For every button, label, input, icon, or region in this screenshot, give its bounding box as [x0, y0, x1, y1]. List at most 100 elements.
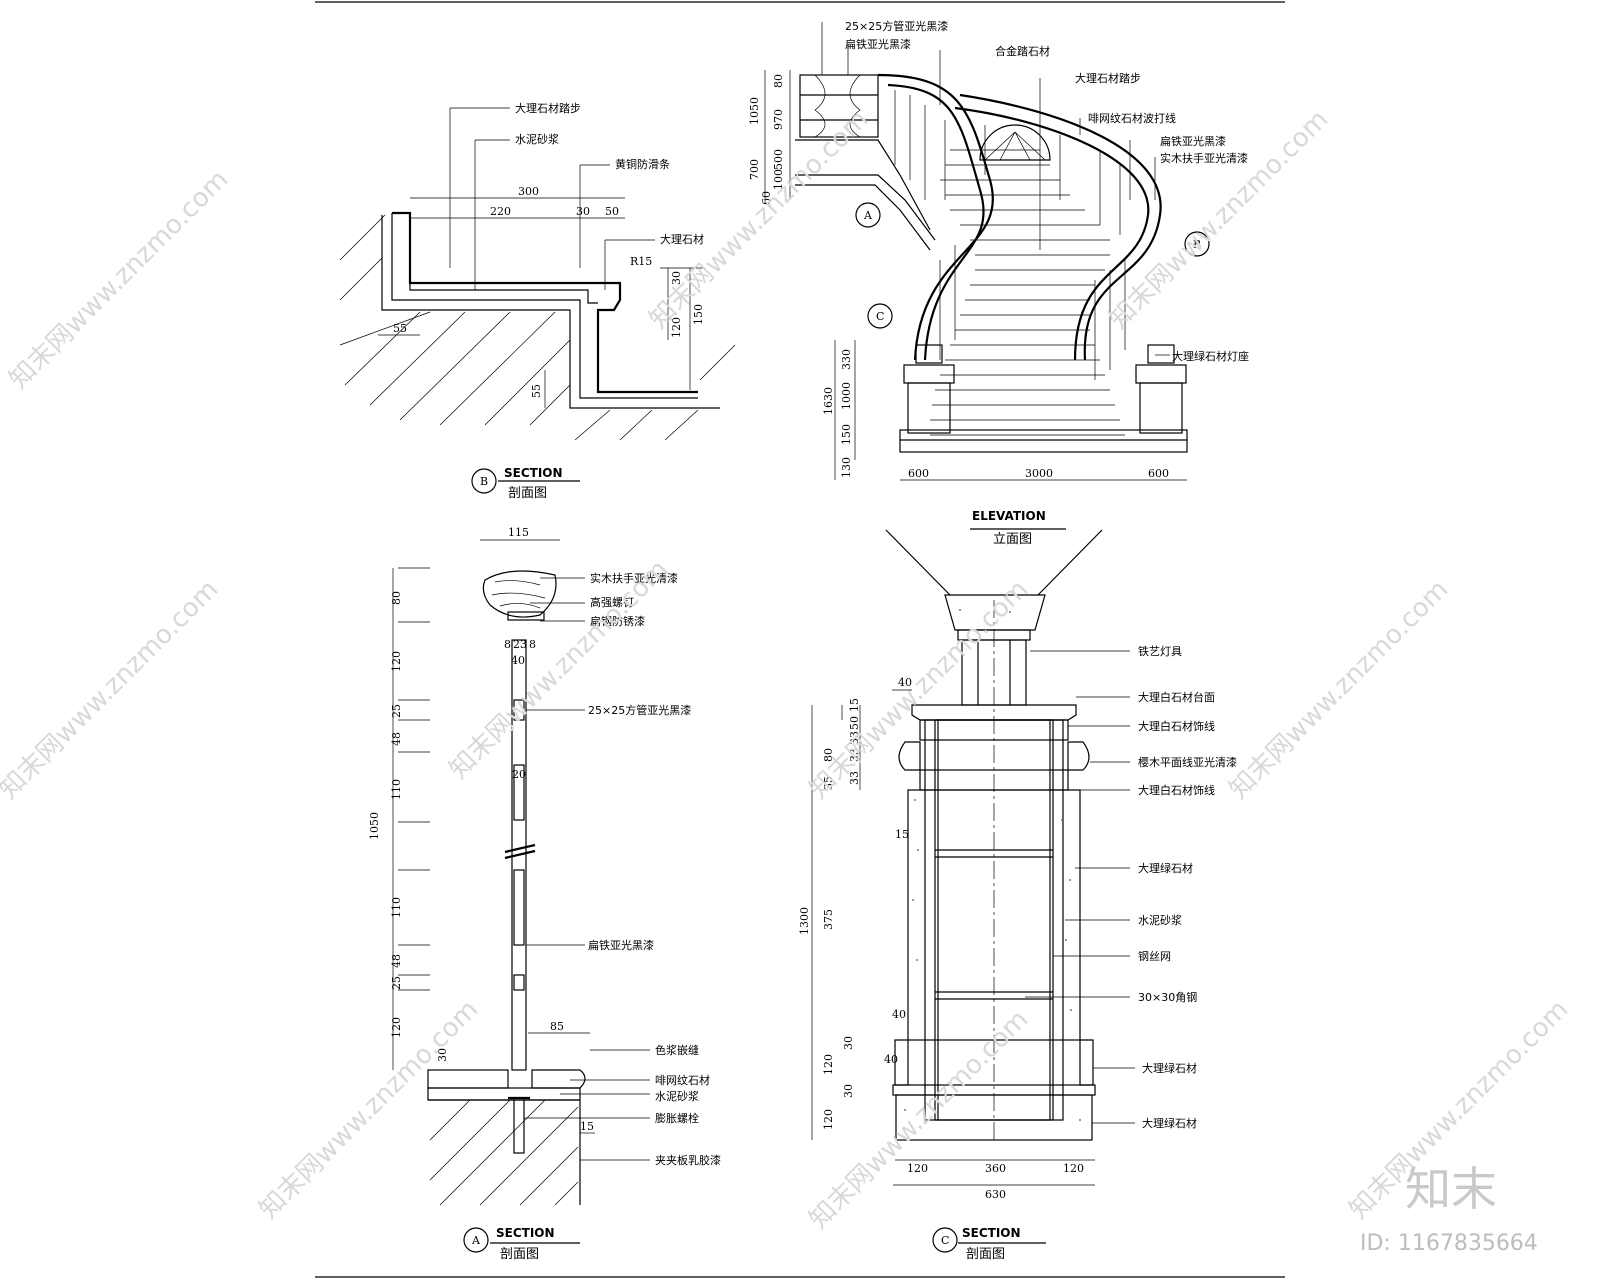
section-b-label-3: 黄铜防滑条 — [615, 157, 670, 171]
dim-c-120b: 120 — [822, 1109, 835, 1130]
section-b-marker-circle — [471, 468, 497, 494]
dim-a-v1050: 1050 — [368, 812, 381, 840]
dim-c-40a: 40 — [892, 1008, 906, 1021]
elev-label-6: 扁铁亚光黑漆 — [1160, 134, 1226, 148]
watermark-2: 知末网www.znzmo.com — [644, 104, 875, 335]
dim-c-50: 50 — [848, 716, 861, 730]
section-a-label-9: 膨胀螺栓 — [655, 1111, 699, 1125]
section-a-detail — [392, 539, 650, 1253]
watermark-id: ID: 1167835664 — [1360, 1231, 1538, 1256]
dim-c-120-left: 120 — [907, 1162, 928, 1175]
section-b-subtitle: 剖面图 — [508, 486, 547, 501]
section-c-marker: C — [941, 1234, 949, 1247]
elev-label-8: 大理绿石材灯座 — [1172, 349, 1249, 363]
dim-elev-60: 60 — [760, 191, 773, 205]
elev-label-1: 25×25方管亚光黑漆 — [845, 19, 948, 33]
section-c-label-11: 大理绿石材 — [1142, 1116, 1197, 1130]
section-c-label-9: 30×30角钢 — [1138, 991, 1197, 1004]
callout-b: B — [1193, 238, 1201, 251]
section-b-detail — [339, 107, 736, 494]
dim-b-30: 30 — [576, 205, 590, 218]
elevation-title: ELEVATION — [972, 509, 1046, 523]
dim-elev-1000: 1000 — [840, 382, 853, 410]
dim-c-630: 630 — [985, 1188, 1006, 1201]
dim-b-220: 220 — [490, 205, 511, 218]
section-a-label-8: 水泥砂浆 — [655, 1089, 699, 1103]
section-a-label-4: 25×25方管亚光黑漆 — [588, 703, 691, 717]
dim-a-v110a: 110 — [390, 779, 403, 800]
dim-b-300: 300 — [518, 185, 539, 198]
section-a-marker: A — [471, 1234, 481, 1247]
section-b-title: SECTION — [504, 466, 563, 480]
dim-b-r15: R15 — [630, 255, 652, 268]
dim-c-33c: 33 — [848, 771, 861, 785]
watermark-brand: 知末 — [1405, 1162, 1497, 1216]
dim-a-v110b: 110 — [390, 897, 403, 918]
dim-elev-1630: 1630 — [822, 387, 835, 415]
section-c-label-5: 大理白石材饰线 — [1138, 783, 1215, 797]
dim-a-8: 8 — [504, 638, 511, 651]
callout-a: A — [863, 209, 873, 222]
dim-a-8b: 8 — [529, 638, 536, 651]
dim-a-115: 115 — [508, 526, 529, 539]
dim-a-v25a: 25 — [390, 704, 403, 718]
section-b-label-2: 水泥砂浆 — [515, 132, 559, 146]
section-c-label-3: 大理白石材饰线 — [1138, 719, 1215, 733]
right-handrail — [959, 93, 1162, 361]
elev-label-2: 扁铁亚光黑漆 — [845, 37, 911, 51]
dim-a-15: 15 — [580, 1120, 594, 1133]
section-c-label-1: 铁艺灯具 — [1138, 645, 1182, 658]
section-c-title: SECTION — [962, 1226, 1021, 1240]
section-a-label-2: 高强螺钉 — [590, 595, 634, 609]
section-c-label-8: 钢丝网 — [1138, 950, 1171, 963]
dim-c-15a: 15 — [848, 698, 861, 712]
section-a-label-7: 啡网纹石材 — [655, 1073, 710, 1087]
section-c-subtitle: 剖面图 — [966, 1247, 1005, 1262]
dim-c-40top: 40 — [898, 676, 912, 689]
section-a-label-1: 实木扶手亚光清漆 — [590, 571, 678, 585]
dim-c-30a: 30 — [842, 1036, 855, 1050]
dim-a-v30: 30 — [436, 1048, 449, 1062]
dim-c-375: 375 — [822, 909, 835, 930]
watermark-8: 知末网www.znzmo.com — [254, 994, 485, 1225]
dim-elev-600b: 600 — [1148, 467, 1169, 480]
left-handrail — [877, 73, 994, 361]
dim-a-v120b: 120 — [390, 1017, 403, 1038]
dim-a-v25b: 25 — [390, 976, 403, 990]
section-a-label-3: 扁钢防锈漆 — [590, 614, 645, 628]
dim-b-50: 50 — [605, 205, 619, 218]
callout-c: C — [876, 310, 884, 323]
dim-c-33a: 33 — [848, 731, 861, 745]
section-c-label-7: 水泥砂浆 — [1138, 913, 1182, 927]
dim-elev-1050: 1050 — [748, 97, 761, 125]
dim-b-55b: 55 — [530, 384, 543, 398]
dim-a-85: 85 — [550, 1020, 564, 1033]
dim-a-20: 20 — [512, 768, 526, 781]
watermark-4: 知末网www.znzmo.com — [0, 574, 224, 805]
section-a-label-5: 扁铁亚光黑漆 — [588, 938, 654, 952]
watermark-1: 知末网www.znzmo.com — [4, 164, 235, 395]
elev-label-4: 大理石材踏步 — [1075, 71, 1141, 85]
section-a-subtitle: 剖面图 — [500, 1247, 539, 1262]
dim-elev-970: 970 — [772, 109, 785, 130]
dim-c-33b: 33 — [848, 748, 861, 762]
dim-c-360: 360 — [985, 1162, 1006, 1175]
dim-c-15b: 15 — [895, 828, 909, 841]
dim-elev-100: 100 — [772, 169, 785, 190]
dim-elev-130: 130 — [840, 457, 853, 478]
dim-c-1300: 1300 — [798, 907, 811, 935]
dim-b-v30: 30 — [670, 271, 683, 285]
dim-elev-600a: 600 — [908, 467, 929, 480]
section-c-label-6: 大理绿石材 — [1138, 861, 1193, 875]
dim-elev-330: 330 — [840, 349, 853, 370]
dim-elev-500: 500 — [772, 149, 785, 170]
dim-elev-150: 150 — [840, 424, 853, 445]
section-a-title: SECTION — [496, 1226, 555, 1240]
dim-b-55a: 55 — [393, 322, 407, 335]
dim-c-120-right: 120 — [1063, 1162, 1084, 1175]
section-b-label-1: 大理石材踏步 — [515, 101, 581, 115]
elevation-staircase — [764, 22, 1210, 530]
dim-c-30b: 30 — [842, 1084, 855, 1098]
dim-c-80: 80 — [822, 748, 835, 762]
